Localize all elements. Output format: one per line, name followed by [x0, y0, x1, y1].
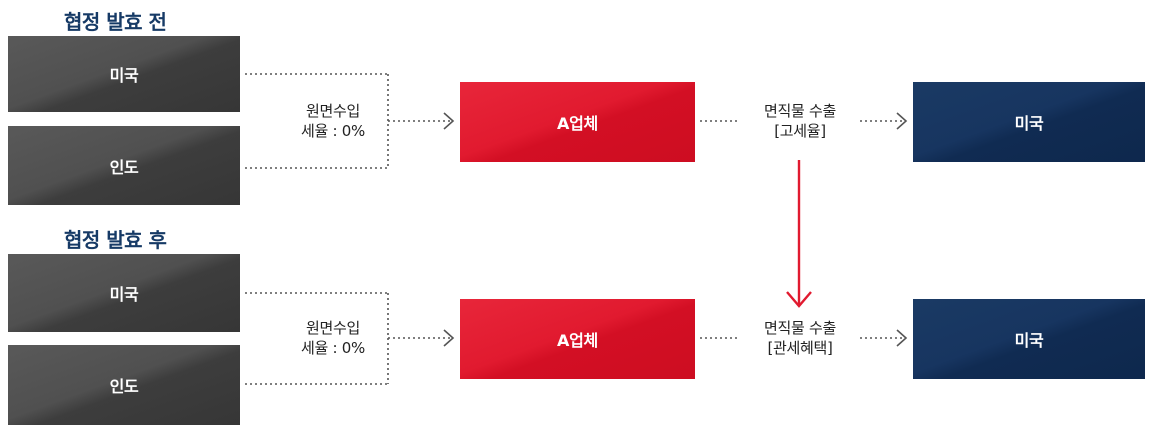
export-label-after: 면직물 수출 [관세혜택]: [740, 318, 860, 358]
import-label-after: 원면수입 세율 : 0%: [283, 318, 383, 358]
import-label-line2: 세율 : 0%: [301, 339, 365, 357]
arrowhead-s1-import: [443, 112, 455, 130]
export-label-line1: 면직물 수출: [764, 319, 836, 337]
arrowhead-s1-export: [896, 112, 908, 130]
source-label: 미국: [109, 285, 139, 304]
source-label: 미국: [109, 66, 139, 85]
source-box-india-after: 인도: [8, 345, 240, 425]
section-heading-after: 협정 발효 후: [64, 228, 167, 252]
destination-label: 미국: [1014, 114, 1044, 133]
export-label-line2: [관세혜택]: [767, 339, 833, 357]
source-box-usa-after: 미국: [8, 254, 240, 332]
import-label-before: 원면수입 세율 : 0%: [283, 101, 383, 141]
source-label: 인도: [109, 377, 139, 396]
arrowhead-s2-export: [896, 329, 908, 347]
export-label-line2: [고세율]: [774, 122, 826, 140]
import-label-line1: 원면수입: [305, 102, 360, 120]
company-box-after: A업체: [460, 299, 695, 379]
source-box-usa-before: 미국: [8, 36, 240, 112]
arrowhead-s2-import: [443, 329, 455, 347]
import-label-line1: 원면수입: [305, 319, 360, 337]
company-label: A업체: [557, 114, 598, 133]
company-label: A업체: [557, 331, 598, 350]
destination-label: 미국: [1014, 331, 1044, 350]
destination-box-before: 미국: [913, 82, 1145, 162]
import-label-line2: 세율 : 0%: [301, 122, 365, 140]
destination-box-after: 미국: [913, 299, 1145, 379]
transition-arrow-head: [786, 291, 812, 308]
source-box-india-before: 인도: [8, 126, 240, 205]
export-label-before: 면직물 수출 [고세율]: [740, 101, 860, 141]
company-box-before: A업체: [460, 82, 695, 162]
export-label-line1: 면직물 수출: [764, 102, 836, 120]
source-label: 인도: [109, 157, 139, 177]
section-heading-before: 협정 발효 전: [64, 10, 167, 34]
